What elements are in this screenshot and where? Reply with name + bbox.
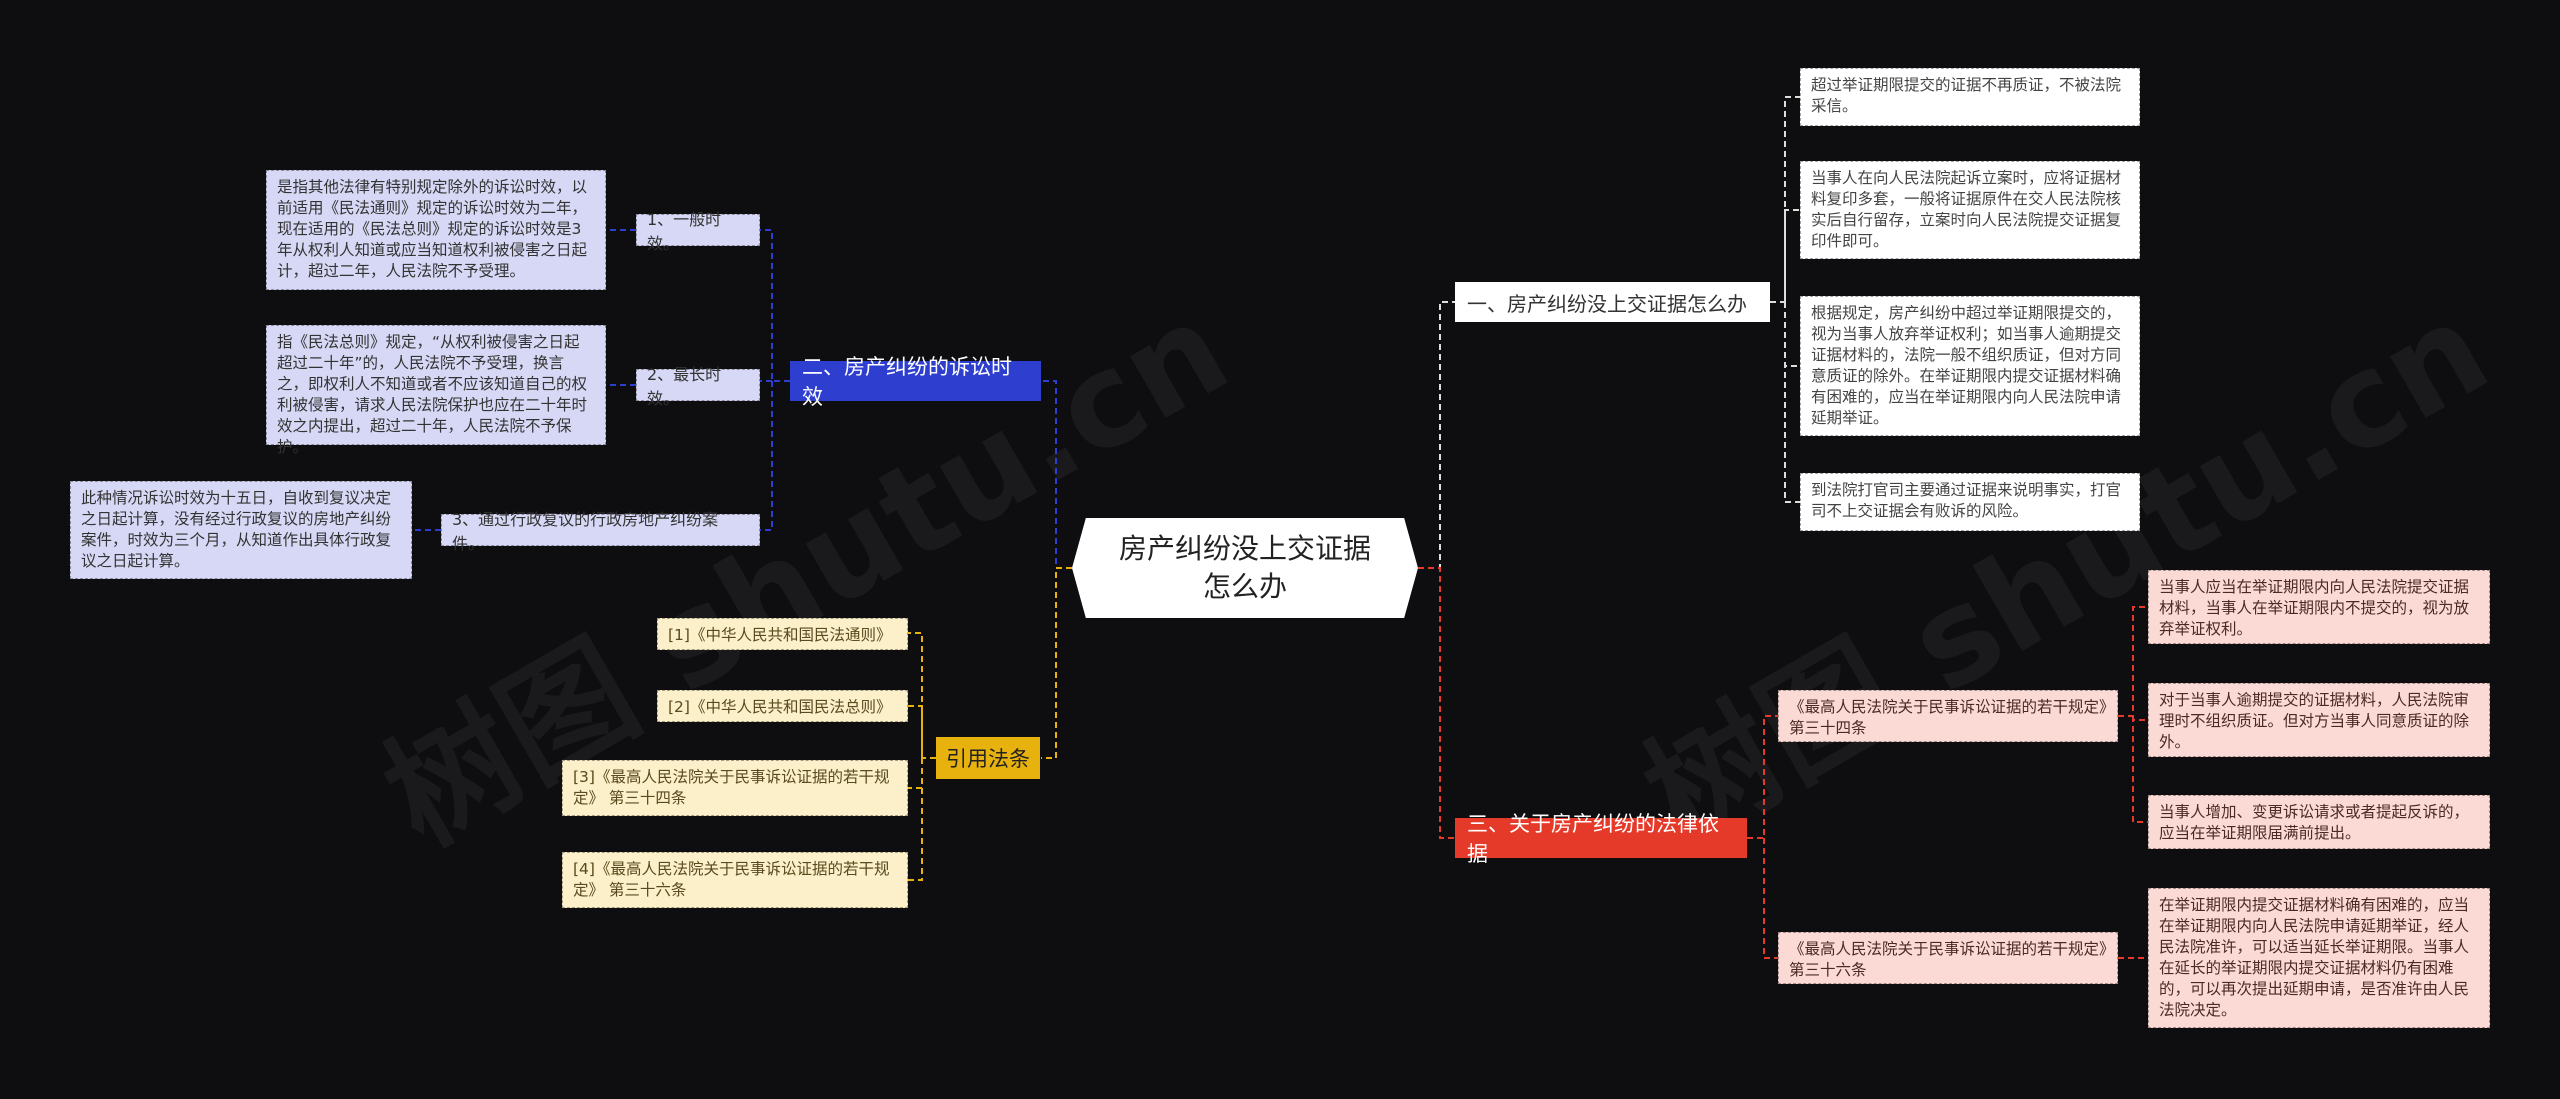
branch-4-leaf[interactable]: [3]《最高人民法院关于民事诉讼证据的若干规定》 第三十四条 — [562, 760, 908, 816]
branch-1-topic[interactable]: 一、房产纠纷没上交证据怎么办 — [1455, 282, 1770, 322]
branch-1-leaf[interactable]: 到法院打官司主要通过证据来说明事实，打官司不上交证据会有败诉的风险。 — [1800, 473, 2140, 531]
branch-3-detail[interactable]: 当事人应当在举证期限内向人民法院提交证据材料，当事人在举证期限内不提交的，视为放… — [2148, 570, 2490, 644]
branch-1-leaf[interactable]: 当事人在向人民法院起诉立案时，应将证据材料复印多套，一般将证据原件在交人民法院核… — [1800, 161, 2140, 259]
branch-3-detail[interactable]: 当事人增加、变更诉讼请求或者提起反诉的，应当在举证期限届满前提出。 — [2148, 795, 2490, 849]
branch-4-leaf[interactable]: [4]《最高人民法院关于民事诉讼证据的若干规定》 第三十六条 — [562, 852, 908, 908]
branch-3-detail[interactable]: 对于当事人逾期提交的证据材料，人民法院审理时不组织质证。但对方当事人同意质证的除… — [2148, 683, 2490, 757]
branch-2-detail[interactable]: 此种情况诉讼时效为十五日，自收到复议决定之日起计算，没有经过行政复议的房地产纠纷… — [70, 481, 412, 579]
branch-3-sub[interactable]: 《最高人民法院关于民事诉讼证据的若干规定》第三十四条 — [1778, 690, 2118, 742]
branch-2-detail[interactable]: 指《民法总则》规定，“从权利被侵害之日起超过二十年”的，人民法院不予受理，换言之… — [266, 325, 606, 456]
branch-2-sub[interactable]: 2、最长时效。 — [636, 365, 760, 408]
branch-2-detail[interactable]: 是指其他法律有特别规定除外的诉讼时效，以前适用《民法通则》规定的诉讼时效为二年，… — [266, 170, 606, 290]
branch-3-sub[interactable]: 《最高人民法院关于民事诉讼证据的若干规定》第三十六条 — [1778, 932, 2118, 984]
branch-3-topic[interactable]: 三、关于房产纠纷的法律依据 — [1455, 812, 1747, 866]
branch-3-detail[interactable]: 在举证期限内提交证据材料确有困难的，应当在举证期限内向人民法院申请延期举证，经人… — [2148, 888, 2490, 1028]
center-topic[interactable]: 房产纠纷没上交证据怎么办 — [1072, 518, 1418, 618]
branch-4-leaf[interactable]: [1]《中华人民共和国民法通则》 — [657, 618, 908, 650]
branch-4-leaf[interactable]: [2]《中华人民共和国民法总则》 — [657, 690, 908, 722]
branch-2-topic[interactable]: 二、房产纠纷的诉讼时效 — [790, 355, 1041, 409]
branch-4-topic[interactable]: 引用法条 — [936, 737, 1040, 779]
branch-2-sub[interactable]: 3、通过行政复议的行政房地产纠纷案件。 — [441, 510, 760, 553]
branch-2-sub[interactable]: 1、一般时效。 — [636, 210, 760, 253]
branch-1-leaf[interactable]: 根据规定，房产纠纷中超过举证期限提交的，视为当事人放弃举证权利；如当事人逾期提交… — [1800, 296, 2140, 436]
branch-1-leaf[interactable]: 超过举证期限提交的证据不再质证，不被法院采信。 — [1800, 68, 2140, 126]
